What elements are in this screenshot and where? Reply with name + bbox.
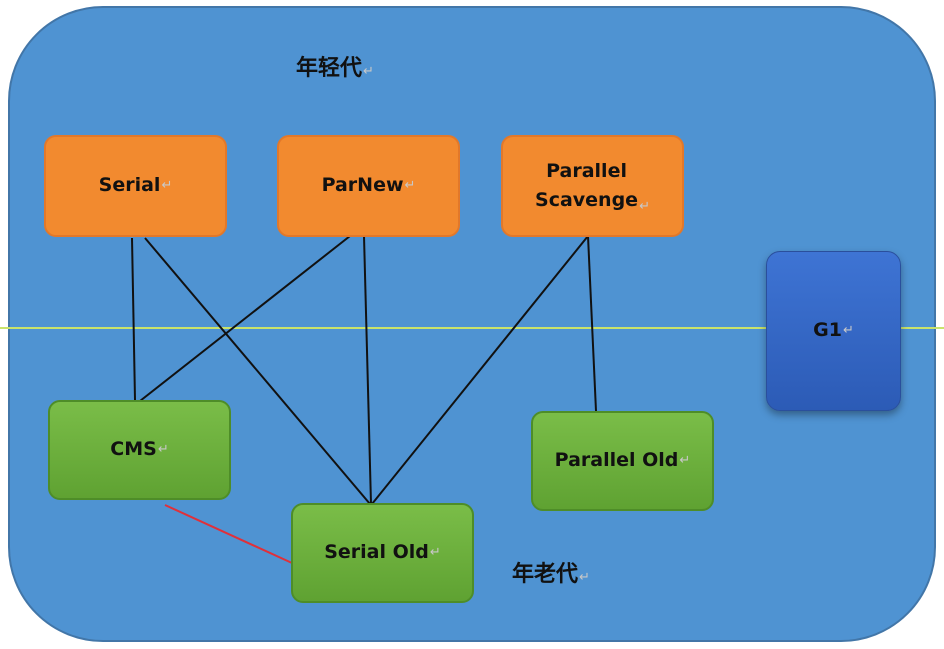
serial-old-node: Serial Old↵ [291, 503, 474, 603]
return-mark: ↵ [842, 322, 854, 338]
cms-node: CMS↵ [48, 400, 231, 500]
return-mark: ↵ [404, 177, 416, 193]
serial-label: Serial [98, 174, 161, 197]
parnew-node: ParNew↵ [277, 135, 460, 237]
return-mark: ↵ [429, 544, 441, 560]
link-parallel-scavenge-serial-old [371, 235, 589, 505]
parallel-scavenge-node: Parallel Scavenge↵ [501, 135, 684, 237]
link-parnew-cms [139, 235, 351, 402]
parallel-old-node: Parallel Old↵ [531, 411, 714, 511]
link-parnew-serial-old [363, 235, 372, 505]
cms-label: CMS [110, 438, 157, 461]
old-generation-text: 年老代 [512, 562, 579, 587]
return-mark: ↵ [579, 570, 590, 585]
g1-node: G1↵ [766, 251, 901, 411]
serial-node: Serial↵ [44, 135, 227, 237]
parnew-label: ParNew [321, 174, 404, 197]
return-mark: ↵ [679, 452, 691, 468]
return-mark: ↵ [161, 177, 173, 193]
link-serial-serial-old [144, 237, 371, 505]
link-parallel-scavenge-parallel-old [587, 235, 597, 412]
parallel-scavenge-label: Parallel Scavenge [535, 159, 639, 211]
old-generation-label: 年老代↵ [512, 556, 590, 588]
return-mark: ↵ [363, 64, 374, 79]
parallel-old-label: Parallel Old [554, 449, 679, 472]
generation-divider-line [0, 327, 944, 329]
young-generation-label: 年轻代↵ [296, 50, 374, 82]
g1-label: G1 [813, 319, 842, 342]
link-cms-serial-old-red [164, 504, 293, 564]
young-generation-text: 年轻代 [296, 56, 363, 81]
serial-old-label: Serial Old [324, 541, 429, 564]
return-mark: ↵ [639, 198, 650, 214]
return-mark: ↵ [157, 441, 169, 457]
link-serial-cms [131, 237, 136, 401]
